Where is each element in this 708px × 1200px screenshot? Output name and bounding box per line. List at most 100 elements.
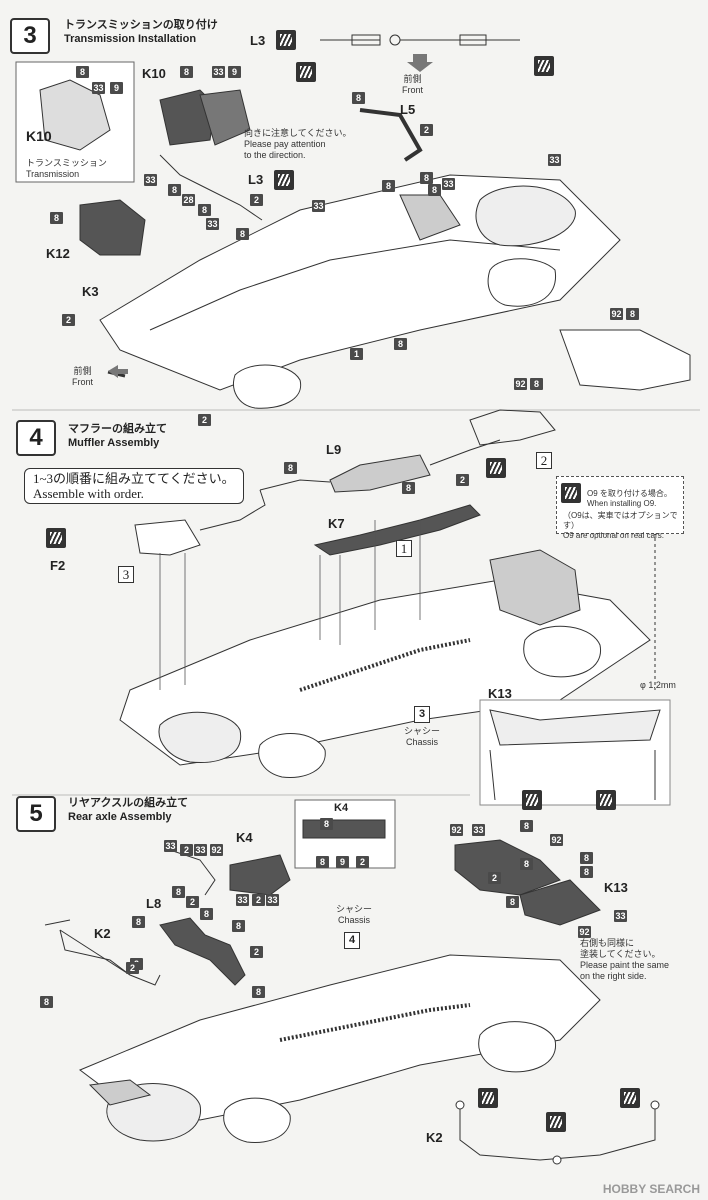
part-number-badge: 2: [198, 414, 211, 426]
chassis-label-step5-en: Chassis: [338, 915, 371, 925]
chassis-label-step4-jp: シャシー: [404, 726, 441, 736]
part-number-badge: 8: [232, 920, 245, 932]
paint-icon-k13-right: [596, 790, 616, 810]
transmission-label-en: Transmission: [26, 169, 80, 179]
direction-note-jp: 向きに注意してください。: [244, 128, 352, 138]
front-label-bottom-en: Front: [72, 377, 94, 387]
paint-right-side-note-jp-1: 右側も同様に: [580, 938, 635, 948]
chassis-label-step4-en: Chassis: [406, 737, 439, 747]
paint-icon-k2-right: [620, 1088, 640, 1108]
part-label-k10-inset: K10: [26, 128, 52, 144]
paint-icon-k2-left: [478, 1088, 498, 1108]
order-step-1: 1: [396, 540, 412, 557]
part-number-badge: 2: [488, 872, 501, 884]
order-step-2: 2: [536, 452, 552, 469]
front-label-top-en: Front: [402, 85, 424, 95]
step-3-title: トランスミッションの取り付け Transmission Installation: [64, 18, 218, 46]
part-number-badge: 8: [506, 896, 519, 908]
paint-icon-k13-left: [522, 790, 542, 810]
part-number-badge: 33: [144, 174, 157, 186]
part-number-badge: 9: [110, 82, 123, 94]
drill-size-label: φ 1.2mm: [640, 680, 676, 690]
step-5-title-en: Rear axle Assembly: [68, 811, 172, 823]
chassis-label-step4: シャシー Chassis: [404, 726, 440, 748]
part-number-badge: 2: [456, 474, 469, 486]
part-label-k10: K10: [142, 66, 166, 81]
part-number-badge: 92: [210, 844, 223, 856]
part-number-badge: 8: [50, 212, 63, 224]
hobby-search-watermark: HOBBY SEARCH: [602, 1182, 700, 1196]
paint-right-side-note-en-1: Please paint the same: [580, 960, 670, 970]
part-number-badge: 33: [206, 218, 219, 230]
step-5-title-jp: リヤアクスルの組み立て: [68, 797, 189, 809]
chassis-box-3: 3: [414, 706, 430, 723]
chassis-box-4: 4: [344, 932, 360, 949]
part-number-badge: 8: [394, 338, 407, 350]
direction-note-en-2: to the direction.: [244, 150, 306, 160]
order-step-3: 3: [118, 566, 134, 583]
part-label-k4: K4: [236, 830, 253, 845]
part-label-k3: K3: [82, 284, 99, 299]
part-label-l3-mid: L3: [248, 172, 264, 187]
transmission-label-jp: トランスミッション: [26, 158, 107, 168]
o9-install-note-jp: O9 を取り付ける場合。: [587, 489, 672, 498]
part-number-badge: 8: [402, 482, 415, 494]
swap-icon: [561, 483, 581, 503]
chassis-label-step5-jp: シャシー: [336, 904, 373, 914]
step-4-title-en: Muffler Assembly: [68, 437, 160, 449]
step-5-title: リヤアクスルの組み立て Rear axle Assembly: [68, 796, 188, 824]
paint-right-side-note-en-2: on the right side.: [580, 971, 647, 981]
part-number-badge: 8: [168, 184, 181, 196]
part-number-badge: 33: [164, 840, 177, 852]
part-label-k12: K12: [46, 246, 70, 261]
part-number-badge: 28: [182, 194, 195, 206]
direction-note: 向きに注意してください。 Please pay attention to the…: [244, 128, 351, 161]
part-number-badge: 8: [580, 866, 593, 878]
front-label-top-jp: 前側: [403, 74, 422, 84]
part-number-badge: 33: [236, 894, 249, 906]
paint-icon-right-top: [534, 56, 554, 76]
part-label-f2: F2: [50, 558, 66, 573]
part-number-badge: 2: [62, 314, 75, 326]
front-label-bottom: 前側 Front: [72, 366, 93, 388]
part-number-badge: 8: [580, 852, 593, 864]
part-number-badge: 92: [578, 926, 591, 938]
part-number-badge: 9: [228, 66, 241, 78]
part-number-badge: 33: [212, 66, 225, 78]
part-number-badge: 33: [194, 844, 207, 856]
part-number-badge: 8: [320, 818, 333, 830]
part-number-badge: 8: [132, 916, 145, 928]
step-4-number: 4: [16, 420, 56, 456]
part-number-badge: 2: [356, 856, 369, 868]
optional-o9-box: O9 を取り付ける場合。 When installing O9. （O9は、実車…: [556, 476, 684, 540]
part-number-badge: 8: [352, 92, 365, 104]
part-number-badge: 33: [92, 82, 105, 94]
part-label-k7: K7: [328, 516, 345, 531]
part-label-k13-step5: K13: [604, 880, 628, 895]
paint-icon-left-top: [296, 62, 316, 82]
tool-icon: [46, 528, 66, 548]
part-number-badge: 92: [610, 308, 623, 320]
part-number-badge: 92: [550, 834, 563, 846]
direction-note-en-1: Please pay attention: [244, 139, 326, 149]
part-number-badge: 8: [172, 886, 185, 898]
paint-right-side-note: 右側も同様に 塗装してください。 Please paint the same o…: [580, 938, 669, 982]
step-4-title: マフラーの組み立て Muffler Assembly: [68, 422, 167, 450]
chassis-label-step5: シャシー Chassis: [336, 904, 372, 926]
o9-install-note: O9 を取り付ける場合。 When installing O9.: [587, 489, 672, 509]
part-number-badge: 92: [450, 824, 463, 836]
part-number-badge: 8: [252, 986, 265, 998]
part-number-badge: 8: [198, 204, 211, 216]
part-number-badge: 8: [316, 856, 329, 868]
step-5-number: 5: [16, 796, 56, 832]
part-number-badge: 1: [350, 348, 363, 360]
part-label-k4-inset: K4: [334, 802, 349, 814]
part-label-k2-bottom: K2: [426, 1130, 443, 1145]
part-number-badge: 2: [180, 844, 193, 856]
part-number-badge: 33: [266, 894, 279, 906]
assembly-order-note: 1~3の順番に組み立ててください。 Assemble with order.: [24, 468, 244, 504]
part-number-badge: 8: [40, 996, 53, 1008]
part-number-badge: 8: [420, 172, 433, 184]
part-number-badge: 8: [284, 462, 297, 474]
